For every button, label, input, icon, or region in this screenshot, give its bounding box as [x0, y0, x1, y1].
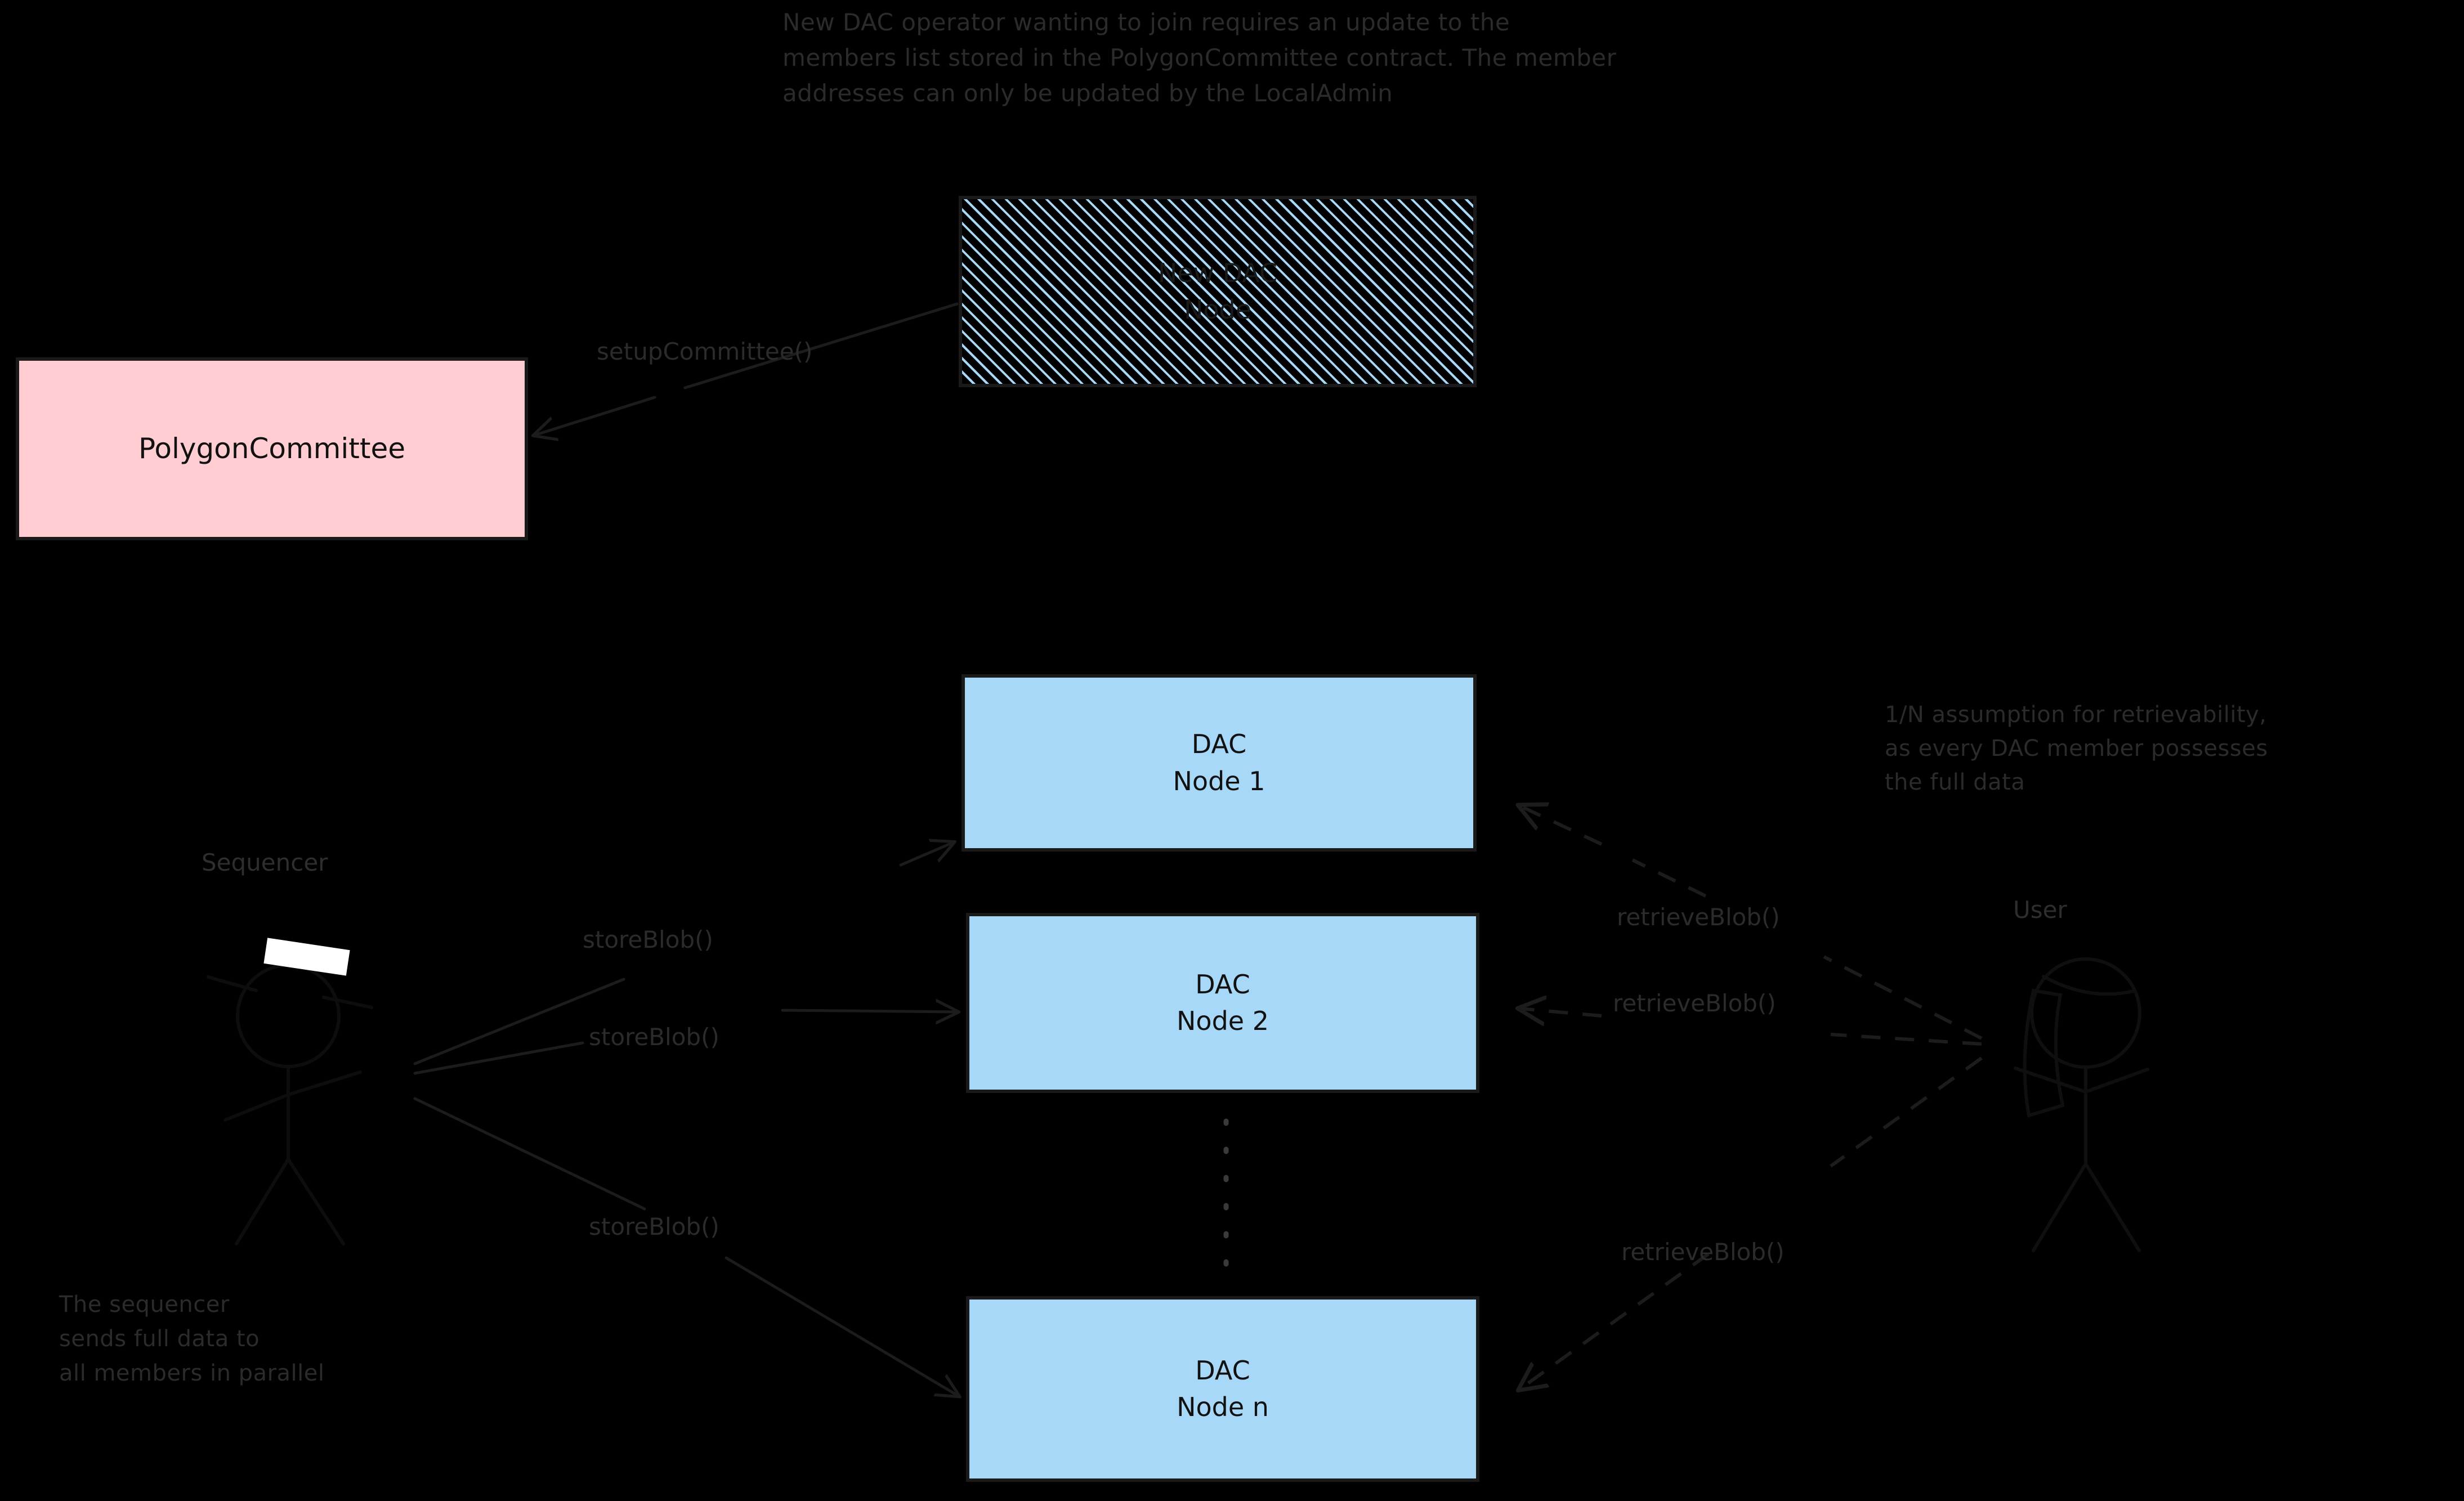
edge-store-blob-3	[413, 1097, 958, 1396]
box-dac-node-n-label: DAC Node n	[1177, 1355, 1269, 1422]
edge-label-store-blob-2: storeBlob()	[589, 1023, 719, 1051]
user-label: User	[2013, 896, 2067, 924]
sequencer-highlight-rect	[263, 938, 350, 976]
edge-label-retrieve-blob-3: retrieveBlob()	[1621, 1238, 1785, 1266]
edge-label-retrieve-blob-1: retrieveBlob()	[1617, 903, 1780, 931]
box-polygon-committee[interactable]: PolygonCommittee	[16, 357, 528, 540]
edge-label-retrieve-blob-2: retrieveBlob()	[1613, 989, 1776, 1017]
box-dac-node-1[interactable]: DAC Node 1	[962, 674, 1477, 852]
edge-label-store-blob-3: storeBlob()	[589, 1213, 719, 1240]
box-polygon-committee-label: PolygonCommittee	[138, 432, 405, 465]
sequencer-label: Sequencer	[202, 849, 328, 876]
note-new-dac-operator: New DAC operator wanting to join require…	[782, 8, 1617, 107]
sequencer-figure	[207, 964, 373, 1245]
box-dac-node-1-label: DAC Node 1	[1173, 729, 1265, 796]
box-new-dac-node-label: New DAC Node	[1157, 257, 1278, 325]
box-dac-node-2-label: DAC Node 2	[1177, 969, 1269, 1036]
user-figure	[2014, 957, 2149, 1252]
edge-setup-committee	[535, 302, 959, 435]
box-new-dac-node[interactable]: New DAC Node	[959, 196, 1477, 387]
box-dac-node-2[interactable]: DAC Node 2	[966, 913, 1479, 1093]
edge-label-store-blob-1: storeBlob()	[583, 926, 713, 953]
box-dac-node-n[interactable]: DAC Node n	[966, 1296, 1479, 1482]
edge-label-setup-committee: setupCommittee()	[597, 338, 813, 365]
note-retrievability-assumption: 1/N assumption for retrievability, as ev…	[1885, 702, 2268, 795]
edge-retrieve-blob-3	[1520, 1056, 1983, 1389]
note-sequencer-parallel: The sequencer sends full data to all mem…	[59, 1292, 325, 1386]
